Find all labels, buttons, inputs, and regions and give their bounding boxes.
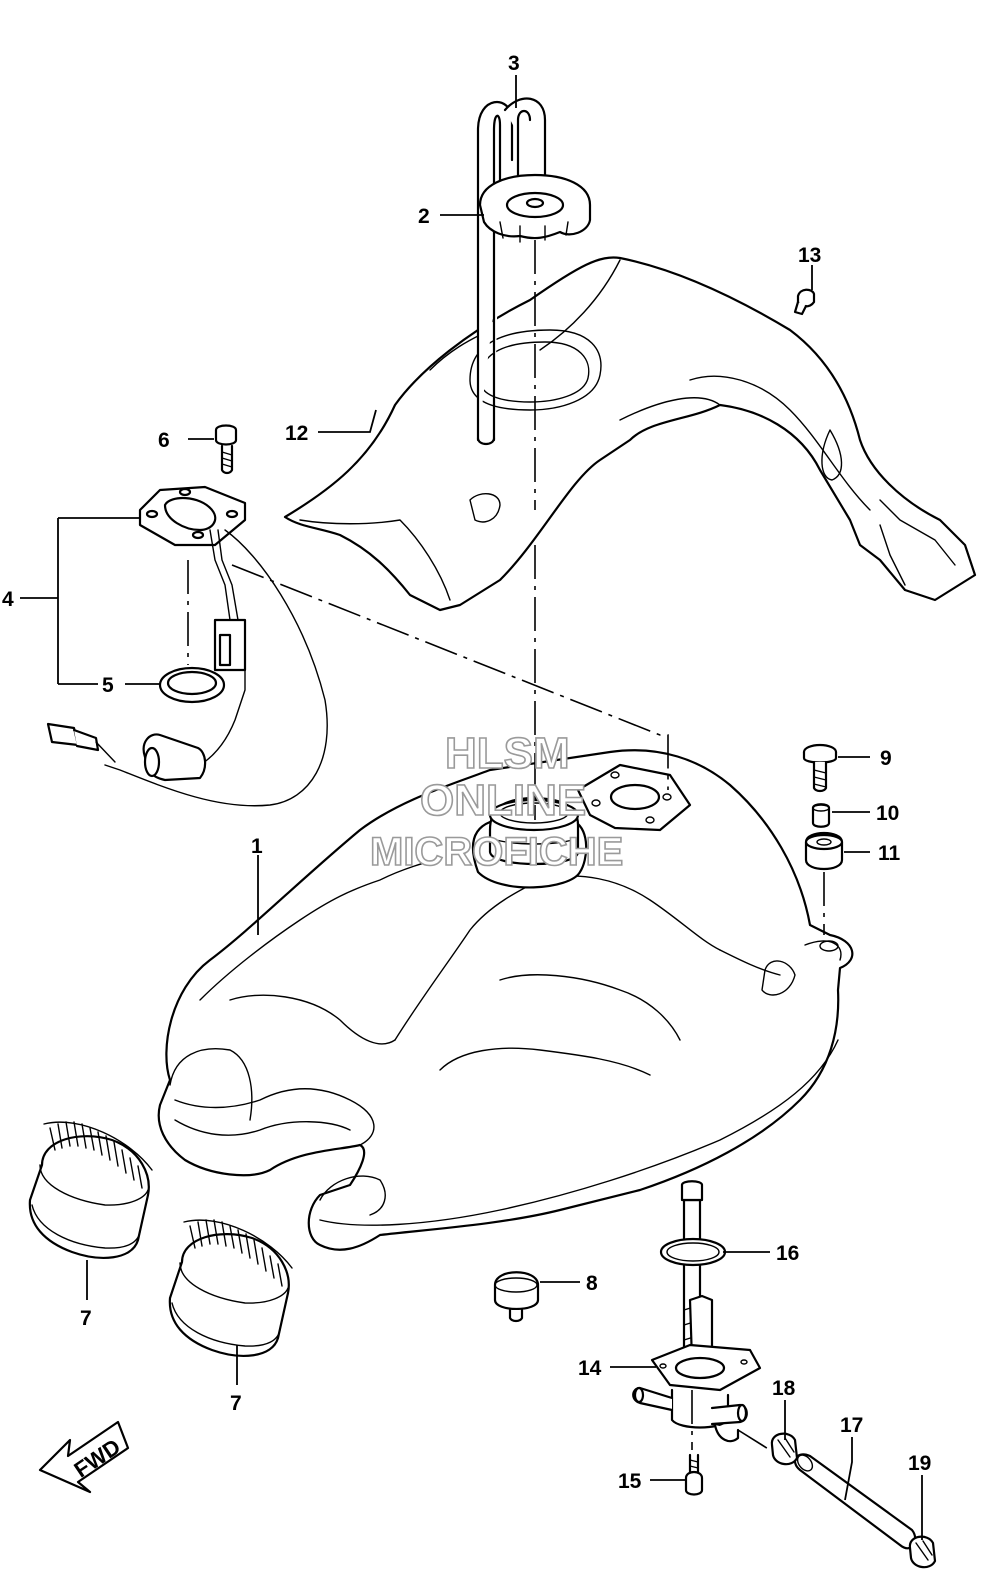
fuel-pump-assembly bbox=[46, 485, 328, 807]
fuel-cock-14 bbox=[632, 1180, 762, 1443]
pump-gasket-5 bbox=[158, 666, 226, 704]
fwd-arrow-icon: FWD bbox=[38, 1420, 130, 1494]
callout-11: 11 bbox=[878, 842, 901, 865]
clip-18 bbox=[770, 1432, 799, 1466]
fuel-cap bbox=[478, 173, 592, 243]
watermark-line-3: MICROFICHE bbox=[370, 830, 623, 874]
callout-15: 15 bbox=[618, 1470, 642, 1493]
callout-14: 14 bbox=[578, 1357, 602, 1380]
callout-labels: 1 2 3 4 5 6 7 7 8 9 10 11 12 13 14 15 16… bbox=[2, 52, 931, 1493]
callout-13: 13 bbox=[798, 244, 821, 267]
clip-19 bbox=[908, 1535, 937, 1569]
callout-1: 1 bbox=[251, 835, 263, 858]
watermark-line-2: ONLINE bbox=[420, 776, 586, 825]
callout-4: 4 bbox=[2, 588, 14, 611]
oring-16 bbox=[659, 1237, 727, 1267]
clamp-7-right bbox=[168, 1219, 293, 1357]
callout-18: 18 bbox=[772, 1377, 796, 1400]
collar-10 bbox=[811, 803, 831, 828]
bolt-6 bbox=[214, 424, 238, 475]
fuel-tank-cover bbox=[283, 256, 977, 612]
callout-6: 6 bbox=[158, 429, 170, 452]
callout-9: 9 bbox=[880, 747, 892, 770]
screw-13 bbox=[793, 288, 816, 316]
callout-12: 12 bbox=[285, 422, 308, 445]
fuel-tank bbox=[157, 749, 854, 1251]
callout-5: 5 bbox=[102, 674, 114, 697]
watermark-line-1: HLSM bbox=[445, 729, 570, 778]
callout-16: 16 bbox=[776, 1242, 799, 1265]
watermark: HLSM ONLINE MICROFICHE bbox=[369, 728, 624, 875]
stopper-8 bbox=[493, 1271, 540, 1323]
callout-2: 2 bbox=[418, 205, 430, 228]
callout-3: 3 bbox=[508, 52, 520, 75]
callout-10: 10 bbox=[876, 802, 899, 825]
cushion-11 bbox=[804, 831, 844, 871]
callout-17: 17 bbox=[840, 1414, 863, 1437]
bolt-9 bbox=[802, 743, 838, 793]
screw-15 bbox=[684, 1453, 704, 1496]
callout-7-right: 7 bbox=[230, 1392, 242, 1415]
callout-7-left: 7 bbox=[80, 1307, 92, 1330]
alignment-lines bbox=[187, 240, 825, 1451]
leader-lines bbox=[20, 75, 923, 1540]
clamp-7-left bbox=[28, 1121, 153, 1259]
callout-19: 19 bbox=[908, 1452, 931, 1475]
hose-17 bbox=[793, 1453, 917, 1550]
callout-8: 8 bbox=[586, 1272, 598, 1295]
